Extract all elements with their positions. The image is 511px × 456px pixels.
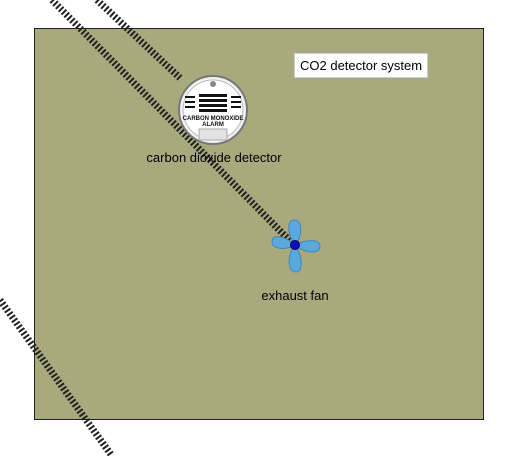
detector-label: carbon dioxide detector — [146, 150, 282, 165]
workspace-panel — [34, 28, 484, 420]
detector-face-text-2: ALARM — [202, 122, 224, 128]
fan-label: exhaust fan — [261, 288, 329, 303]
fan-hub — [290, 240, 300, 250]
smoke-detector-icon[interactable]: CARBON MONOXIDE ALARM — [177, 74, 249, 146]
system-title: CO2 detector system — [294, 53, 429, 78]
detector-face-text-1: CARBON MONOXIDE — [183, 116, 244, 122]
fan-icon[interactable] — [264, 216, 326, 276]
